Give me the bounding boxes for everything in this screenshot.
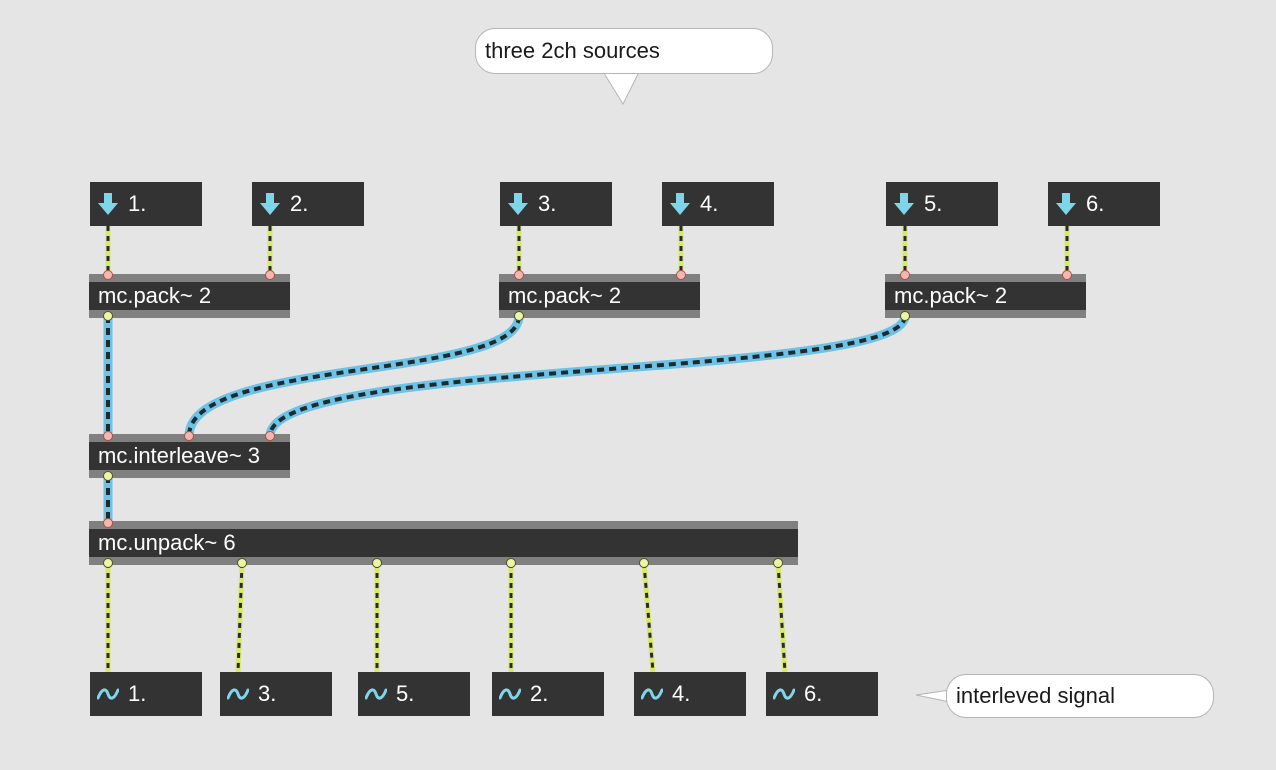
signal-wave-icon <box>224 672 252 716</box>
source-4-label: 4. <box>700 191 719 216</box>
source-2-label: 2. <box>290 191 309 216</box>
signal-wave-icon <box>770 672 798 716</box>
down-arrow-icon <box>890 182 918 226</box>
outlet-unpack-6[interactable] <box>773 558 783 568</box>
source-6-label: 6. <box>1086 191 1105 216</box>
inlet-pack3-right[interactable] <box>1062 270 1072 280</box>
inlet-interleave-3[interactable] <box>265 431 275 441</box>
outlet-pack3[interactable] <box>900 311 910 321</box>
signal-patchcords-outputs <box>105 562 788 673</box>
outlet-unpack-5[interactable] <box>639 558 649 568</box>
comment-interleved-signal[interactable]: interleved signal <box>946 674 1214 718</box>
mc-pack-object-1[interactable]: mc.pack~ 2 <box>89 274 290 318</box>
outlet-interleave[interactable] <box>103 471 113 481</box>
source-1-label: 1. <box>128 191 147 216</box>
inlet-interleave-1[interactable] <box>103 431 113 441</box>
patchcord-unpack-out4 <box>641 562 656 673</box>
down-arrow-icon <box>1052 182 1080 226</box>
mc-pack-label-1: mc.pack~ 2 <box>98 283 212 308</box>
mc-pack-label-3: mc.pack~ 2 <box>894 283 1008 308</box>
down-arrow-icon <box>504 182 532 226</box>
inlet-interleave-2[interactable] <box>184 431 194 441</box>
output-1-label: 1. <box>128 681 147 706</box>
mc-unpack-object[interactable]: mc.unpack~ 6 <box>89 521 798 565</box>
inlet-pack1-right[interactable] <box>265 270 275 280</box>
comment-top-pointer <box>601 69 641 106</box>
output-2[interactable]: 3. <box>220 672 332 716</box>
mc-pack-object-2[interactable]: mc.pack~ 2 <box>499 274 700 318</box>
output-2-label: 3. <box>258 681 277 706</box>
comment-bottom-text: interleved signal <box>956 683 1115 708</box>
output-3[interactable]: 5. <box>358 672 470 716</box>
output-3-label: 5. <box>396 681 415 706</box>
source-3-label: 3. <box>538 191 557 216</box>
outlet-unpack-3[interactable] <box>372 558 382 568</box>
inlet-pack3-left[interactable] <box>900 270 910 280</box>
signal-wave-icon <box>638 672 666 716</box>
output-5-label: 4. <box>672 681 691 706</box>
source-1[interactable]: 1. <box>90 182 202 226</box>
inlet-pack2-right[interactable] <box>676 270 686 280</box>
mc-pack-label-2: mc.pack~ 2 <box>508 283 622 308</box>
mc-interleave-label: mc.interleave~ 3 <box>98 443 261 468</box>
outlet-unpack-4[interactable] <box>506 558 516 568</box>
outlet-unpack-2[interactable] <box>237 558 247 568</box>
down-arrow-icon <box>256 182 284 226</box>
source-4[interactable]: 4. <box>662 182 774 226</box>
source-3[interactable]: 3. <box>500 182 612 226</box>
patchcord-unpack-out3 <box>235 562 245 673</box>
mc-pack-object-3[interactable]: mc.pack~ 2 <box>885 274 1086 318</box>
signal-patchcords-sources <box>105 226 1070 276</box>
comment-top-text: three 2ch sources <box>485 38 660 63</box>
outlet-pack2[interactable] <box>514 311 524 321</box>
mc-unpack-label: mc.unpack~ 6 <box>98 530 236 555</box>
patchcord-unpack-out6 <box>775 562 788 673</box>
source-5[interactable]: 5. <box>886 182 998 226</box>
output-4-label: 2. <box>530 681 549 706</box>
outlet-unpack-1[interactable] <box>103 558 113 568</box>
inlet-pack1-left[interactable] <box>103 270 113 280</box>
inlet-unpack[interactable] <box>103 518 113 528</box>
patchcord-pack2-interleave <box>184 315 524 437</box>
down-arrow-icon <box>94 182 122 226</box>
signal-wave-icon <box>94 672 122 716</box>
comment-bottom-pointer <box>915 689 951 703</box>
source-2[interactable]: 2. <box>252 182 364 226</box>
output-5[interactable]: 4. <box>634 672 746 716</box>
source-5-label: 5. <box>924 191 943 216</box>
output-4[interactable]: 2. <box>492 672 604 716</box>
output-6-label: 6. <box>804 681 823 706</box>
outlet-pack1[interactable] <box>103 311 113 321</box>
output-1[interactable]: 1. <box>90 672 202 716</box>
comment-three-2ch-sources[interactable]: three 2ch sources <box>475 28 773 74</box>
patchcord-pack3-interleave <box>265 314 910 438</box>
output-6[interactable]: 6. <box>766 672 878 716</box>
mc-patchcords-packs <box>103 314 910 523</box>
signal-wave-icon <box>362 672 390 716</box>
source-6[interactable]: 6. <box>1048 182 1160 226</box>
signal-wave-icon <box>496 672 524 716</box>
inlet-pack2-left[interactable] <box>514 270 524 280</box>
down-arrow-icon <box>666 182 694 226</box>
